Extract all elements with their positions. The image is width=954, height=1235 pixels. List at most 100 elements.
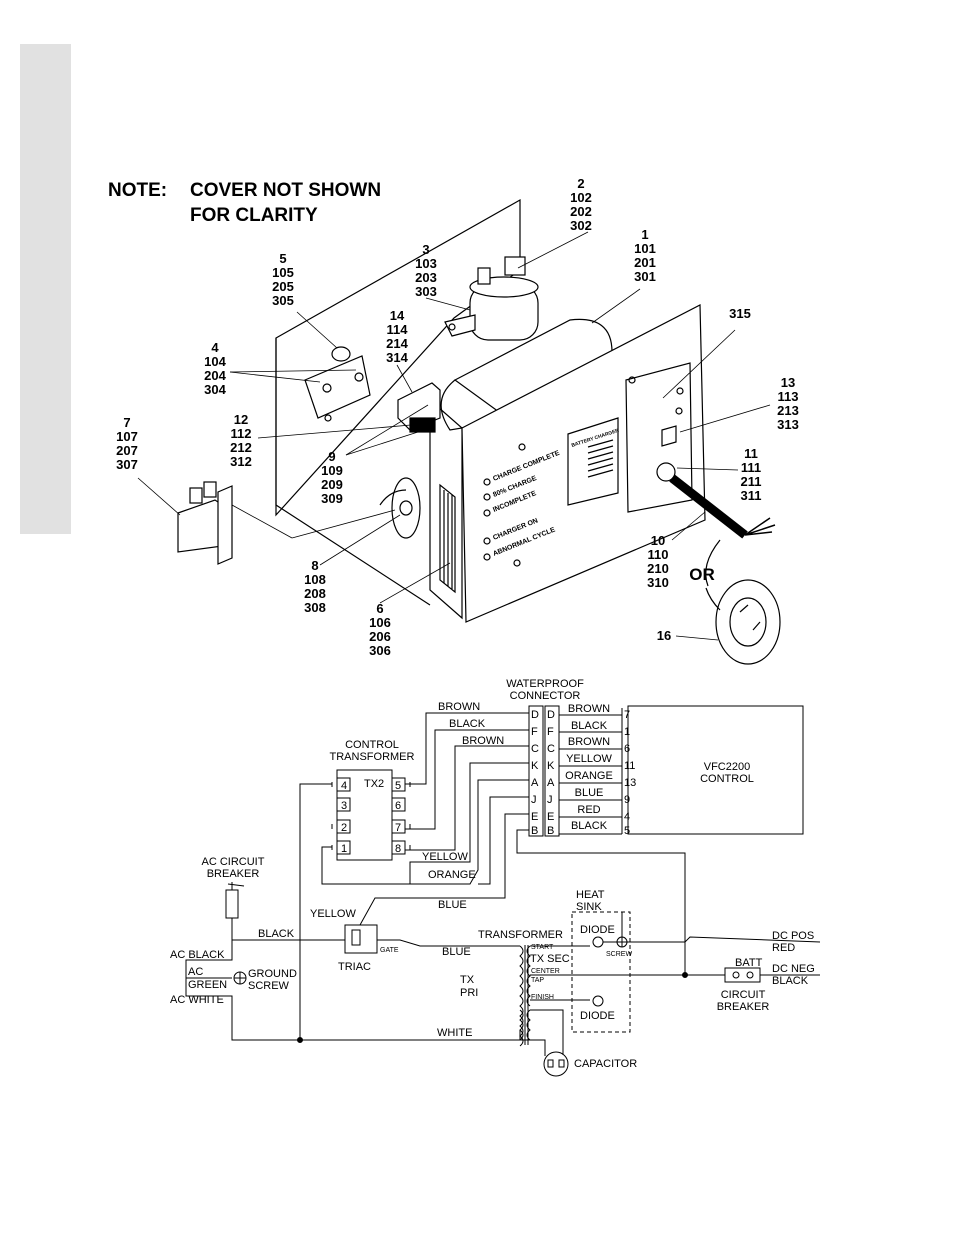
triac-box <box>344 924 378 954</box>
svg-text:5: 5 <box>395 780 401 792</box>
transformer-end <box>440 379 511 431</box>
svg-text:306: 306 <box>369 643 391 658</box>
svg-text:9: 9 <box>624 794 630 806</box>
svg-text:B: B <box>547 825 554 837</box>
svg-text:J: J <box>547 794 553 806</box>
svg-text:1: 1 <box>624 726 630 738</box>
svg-text:BROWN: BROWN <box>568 703 610 715</box>
note-line2: FOR CLARITY <box>190 205 318 226</box>
svg-text:E: E <box>531 811 538 823</box>
svg-text:3: 3 <box>422 242 429 257</box>
svg-text:SINK: SINK <box>576 901 602 913</box>
svg-text:F: F <box>531 726 538 738</box>
svg-text:TRIAC: TRIAC <box>338 961 371 973</box>
svg-text:TAP: TAP <box>531 977 544 984</box>
wire-brown-tx2-5 <box>405 712 529 785</box>
svg-text:106: 106 <box>369 615 391 630</box>
svg-text:10: 10 <box>651 533 665 548</box>
ac-breaker-part <box>331 346 351 362</box>
battery-charger-plate <box>567 417 619 506</box>
svg-text:205: 205 <box>272 279 294 294</box>
svg-text:13: 13 <box>781 375 795 390</box>
connector-left-block <box>528 705 544 837</box>
heat-sink-box <box>571 911 631 1033</box>
svg-text:5: 5 <box>624 825 630 837</box>
svg-text:13: 13 <box>624 777 636 789</box>
svg-text:BLUE: BLUE <box>575 787 604 799</box>
connector-left-letters: DF CK AJ EB <box>531 709 539 837</box>
svg-text:1: 1 <box>641 227 648 242</box>
svg-text:A: A <box>531 777 539 789</box>
svg-text:D: D <box>531 709 539 721</box>
svg-text:4: 4 <box>341 780 347 792</box>
panel-leds <box>483 376 684 567</box>
vfc-pin-numbers: 71 611 139 45 <box>624 709 636 837</box>
svg-text:DC POS: DC POS <box>772 930 814 942</box>
svg-text:BLACK: BLACK <box>772 975 809 987</box>
svg-text:308: 308 <box>304 600 326 615</box>
svg-text:7: 7 <box>395 822 401 834</box>
note: NOTE:COVER NOT SHOWN FOR CLARITY <box>108 178 381 228</box>
svg-text:WHITE: WHITE <box>437 1027 472 1039</box>
svg-text:GROUND: GROUND <box>248 968 297 980</box>
diode-1 <box>592 936 604 948</box>
svg-text:309: 309 <box>321 491 343 506</box>
svg-text:4: 4 <box>211 340 219 355</box>
svg-text:11: 11 <box>744 446 758 461</box>
svg-text:ORANGE: ORANGE <box>428 869 476 881</box>
svg-text:207: 207 <box>116 443 138 458</box>
svg-text:204: 204 <box>204 368 226 383</box>
svg-text:PRI: PRI <box>460 987 478 999</box>
batt-breaker-symbol <box>724 967 761 983</box>
callout-315: 315 <box>729 306 751 321</box>
svg-text:112: 112 <box>231 426 252 441</box>
callout-16: 16 <box>657 628 671 643</box>
svg-text:201: 201 <box>634 255 656 270</box>
svg-text:CIRCUIT: CIRCUIT <box>721 989 766 1001</box>
svg-text:DIODE: DIODE <box>580 1010 615 1022</box>
svg-text:SCREW: SCREW <box>606 951 632 958</box>
svg-text:AC CIRCUIT: AC CIRCUIT <box>202 856 265 868</box>
svg-text:F: F <box>547 726 554 738</box>
svg-text:TRANSFORMER: TRANSFORMER <box>478 929 563 941</box>
waterproof-label-1: WATERPROOF <box>506 678 584 690</box>
svg-text:303: 303 <box>415 284 437 299</box>
svg-text:7: 7 <box>123 415 130 430</box>
or-arrow-up <box>705 539 721 587</box>
svg-text:BREAKER: BREAKER <box>207 868 260 880</box>
svg-text:CAPACITOR: CAPACITOR <box>574 1058 637 1070</box>
capacitor-symbol <box>543 1051 569 1077</box>
svg-text:GREEN: GREEN <box>188 979 227 991</box>
svg-text:6: 6 <box>376 601 383 616</box>
svg-text:TX SEC: TX SEC <box>530 953 570 965</box>
svg-text:9: 9 <box>328 449 335 464</box>
connector-right-block <box>544 705 560 837</box>
svg-text:BLACK: BLACK <box>571 720 608 732</box>
svg-text:11: 11 <box>624 760 635 772</box>
svg-text:BLUE: BLUE <box>442 946 471 958</box>
svg-text:203: 203 <box>415 270 437 285</box>
svg-text:C: C <box>531 743 539 755</box>
svg-text:E: E <box>547 811 554 823</box>
svg-text:GATE: GATE <box>380 947 399 954</box>
svg-text:AC BLACK: AC BLACK <box>170 949 225 961</box>
svg-text:BREAKER: BREAKER <box>717 1001 770 1013</box>
vfc2200-box <box>627 705 804 835</box>
svg-text:YELLOW: YELLOW <box>422 851 468 863</box>
capacitor-bracket <box>444 314 476 337</box>
svg-text:314: 314 <box>386 350 408 365</box>
control-tx-label-2: TRANSFORMER <box>330 751 415 763</box>
control-tx-label-1: CONTROL <box>345 739 399 751</box>
svg-text:BATT: BATT <box>735 957 763 969</box>
svg-text:B: B <box>531 825 538 837</box>
svg-text:113: 113 <box>778 389 799 404</box>
note-line1: COVER NOT SHOWN <box>190 180 382 201</box>
svg-text:J: J <box>531 794 537 806</box>
